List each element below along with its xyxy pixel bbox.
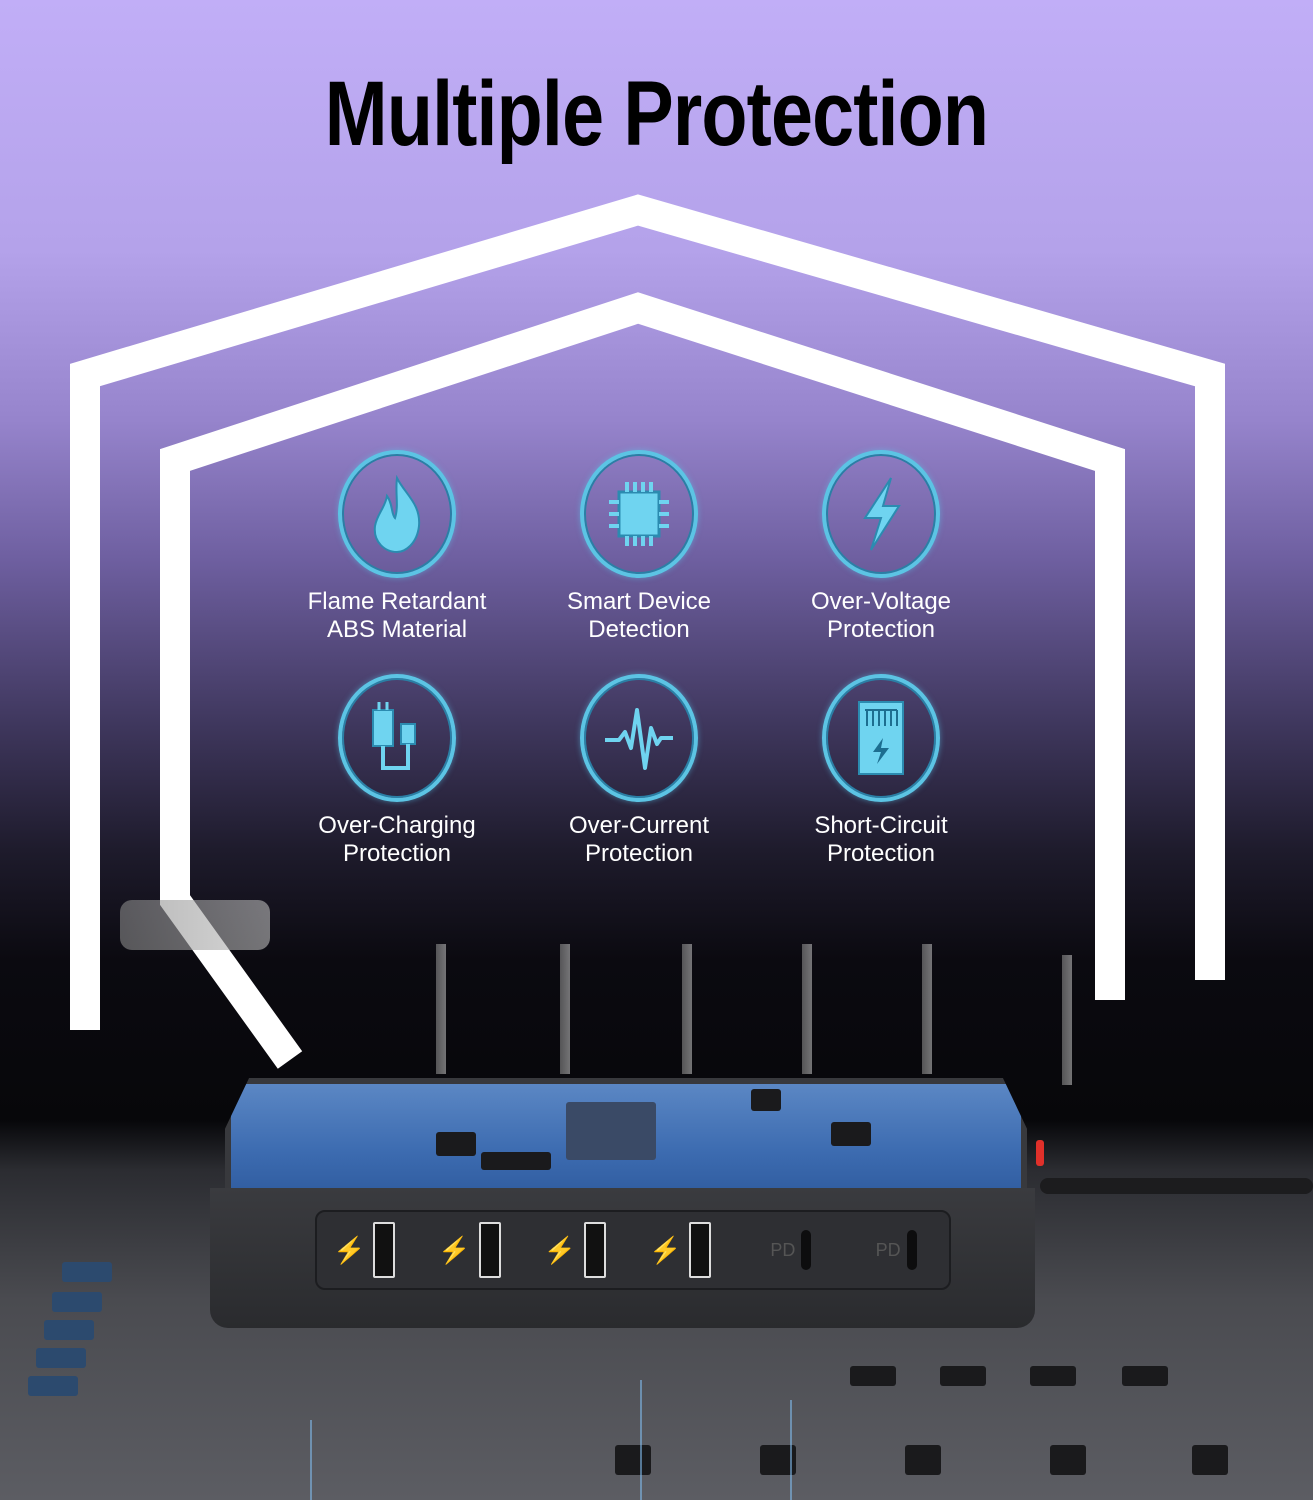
usb-a-port [584, 1222, 607, 1278]
smd-component [1030, 1366, 1076, 1386]
pulse-wave-icon [580, 674, 698, 802]
battery-card-icon [822, 674, 940, 802]
circuit-trace [310, 1420, 312, 1500]
resistor [62, 1262, 112, 1282]
fast-charge-icon: ⚡ [648, 1234, 682, 1265]
fast-charge-icon: ⚡ [333, 1234, 366, 1265]
usb-a-port [689, 1222, 712, 1278]
charging-station: ⚡ ⚡ ⚡ ⚡ PD PD [205, 1078, 1040, 1328]
feature-label-line2: Protection [826, 616, 936, 643]
fast-charge-icon: ⚡ [543, 1234, 577, 1265]
lightning-bolt-icon [822, 450, 940, 578]
pd-label: PD [875, 1239, 901, 1260]
resistor [52, 1292, 102, 1312]
smd-component [1122, 1366, 1168, 1386]
fast-charge-icon: ⚡ [438, 1234, 471, 1265]
phone-slot-divider [560, 944, 570, 1074]
feature-label-line2: Detection [588, 616, 690, 643]
ic-chip [831, 1122, 871, 1146]
phone-slot-divider [922, 944, 932, 1074]
smd-component [940, 1366, 986, 1386]
feature-label-line1: Short-Circuit [814, 812, 948, 839]
pd-label: PD [770, 1239, 796, 1260]
smd-component [850, 1366, 896, 1386]
watch-holder [120, 900, 270, 950]
flame-icon [338, 450, 456, 578]
feature-label-line1: Over-Charging [318, 812, 476, 839]
processor-chip [566, 1102, 656, 1160]
circuit-trace [790, 1400, 792, 1500]
power-cable [1040, 1178, 1313, 1194]
feature-label-line1: Over-Current [568, 812, 710, 839]
smd-component [1192, 1445, 1228, 1475]
smd-component [1050, 1445, 1086, 1475]
phone-slot-divider [1062, 955, 1072, 1085]
usb-a-port [478, 1222, 501, 1278]
phone-slot-divider [682, 944, 692, 1074]
charger-housing: ⚡ ⚡ ⚡ ⚡ PD PD [210, 1188, 1035, 1328]
resistor [36, 1348, 86, 1368]
circuit-trace [640, 1380, 642, 1500]
resistor [44, 1320, 94, 1340]
feature-label-line2: Protection [342, 840, 452, 867]
feature-label-line2: Protection [826, 840, 936, 867]
ic-chip [481, 1152, 551, 1170]
ic-chip [751, 1089, 781, 1111]
charger-cable-icon [338, 674, 456, 802]
smd-component [615, 1445, 651, 1475]
chip-icon [580, 450, 698, 578]
resistor [28, 1376, 78, 1396]
smd-component [905, 1445, 941, 1475]
feature-label-line1: Smart Device [566, 588, 712, 615]
ic-chip [436, 1132, 476, 1156]
phone-slot-divider [436, 944, 446, 1074]
power-indicator-light [1036, 1140, 1044, 1166]
feature-label-line1: Flame Retardant [307, 588, 487, 615]
feature-label-line1: Over-Voltage [810, 588, 952, 615]
feature-label-line2: ABS Material [326, 616, 468, 643]
phone-slot-divider [802, 944, 812, 1074]
usb-c-port [906, 1230, 917, 1270]
usb-c-port [801, 1230, 812, 1270]
page-title: Multiple Protection [324, 63, 989, 165]
port-panel: ⚡ ⚡ ⚡ ⚡ PD PD [315, 1210, 951, 1290]
feature-label-line2: Protection [584, 840, 694, 867]
circuit-board-image [225, 1078, 1027, 1205]
usb-a-port [373, 1222, 396, 1278]
